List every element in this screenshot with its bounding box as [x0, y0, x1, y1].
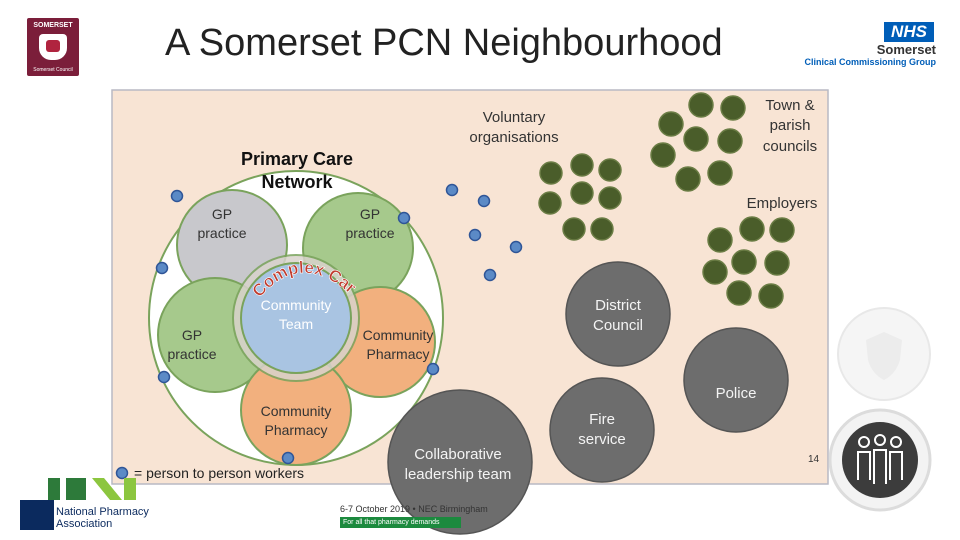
nhs-org-name: Somerset — [876, 42, 936, 57]
person-dot — [281, 451, 295, 465]
employer-dot — [726, 280, 752, 306]
town-parish-dot — [675, 166, 701, 192]
event-tagline: For all that pharmacy demands — [340, 517, 461, 528]
person-dot — [477, 194, 491, 208]
town-parish-dot — [658, 111, 684, 137]
town-parish-label: Town & parish councils — [762, 97, 818, 155]
voluntary-dot — [598, 186, 622, 210]
voluntary-dot — [538, 191, 562, 215]
community-team-label: Community Team — [260, 297, 332, 332]
district-council-label: District Council — [592, 297, 644, 335]
community-pharmacy-label-1: Community Pharmacy — [362, 327, 434, 362]
police-label: Police — [715, 385, 757, 402]
legend-person-dot — [115, 466, 129, 480]
collaborative-leadership-circle — [387, 389, 533, 535]
person-dot — [468, 228, 482, 242]
person-dot — [445, 183, 459, 197]
npa-logo — [20, 478, 136, 530]
voluntary-dot — [570, 181, 594, 205]
employer-dot — [702, 259, 728, 285]
voluntary-dot — [539, 161, 563, 185]
voluntary-dot — [598, 158, 622, 182]
nhs-org-sub: Clinical Commissioning Group — [804, 57, 936, 67]
district-council-circle — [565, 261, 671, 367]
person-dot — [509, 240, 523, 254]
person-dot — [483, 268, 497, 282]
employer-dot — [731, 249, 757, 275]
gp-practice-label-1: GP practice — [197, 206, 247, 241]
community-pharmacy-label-2: Community Pharmacy — [260, 403, 332, 438]
gp-practice-label-2: GP practice — [345, 206, 395, 241]
town-parish-dot — [688, 92, 714, 118]
town-parish-cluster — [650, 92, 746, 192]
employer-dot — [769, 217, 795, 243]
employers-cluster — [702, 216, 795, 309]
somerset-logo-subtext: Somerset Council — [33, 67, 73, 73]
pcn-label: Primary Care Network — [240, 149, 354, 192]
town-parish-dot — [707, 160, 733, 186]
nhs-logo: NHS — [884, 22, 934, 42]
fire-service-circle — [549, 377, 655, 483]
town-parish-dot — [717, 128, 743, 154]
npa-line2: Association — [56, 518, 113, 530]
event-date: 6-7 October 2019 • NEC Birmingham — [340, 504, 488, 514]
voluntary-dot — [590, 217, 614, 241]
employer-dot — [739, 216, 765, 242]
voluntary-organisations-label: Voluntary organisations — [469, 109, 559, 147]
npa-line1: National Pharmacy — [56, 506, 149, 518]
person-dot — [426, 362, 440, 376]
person-dot — [170, 189, 184, 203]
crest-icon — [39, 34, 67, 60]
gp-practice-label-3: GP practice — [167, 327, 217, 362]
people-icon-figures — [857, 434, 903, 484]
voluntary-dot — [570, 153, 594, 177]
community-team-circle — [240, 262, 352, 374]
town-parish-dot — [650, 142, 676, 168]
legend-text: = person to person workers — [134, 465, 305, 481]
people-icon — [842, 422, 918, 498]
town-parish-dot — [720, 95, 746, 121]
fire-service-label: Fire service — [578, 411, 626, 449]
page-title: A Somerset PCN Neighbourhood — [165, 22, 723, 64]
collaborative-leadership-label: Collaborative leadership team — [404, 446, 512, 484]
shield-icon — [866, 332, 902, 380]
police-circle — [683, 327, 789, 433]
employers-label: Employers — [746, 195, 818, 212]
person-dot — [397, 211, 411, 225]
somerset-council-logo: SOMERSET Somerset Council — [27, 18, 79, 76]
npa-logo-text: National Pharmacy Association — [56, 506, 149, 530]
page-number: 14 — [808, 454, 820, 465]
voluntary-organisation-cluster — [538, 153, 622, 241]
employer-dot — [764, 250, 790, 276]
employer-dot — [707, 227, 733, 253]
employer-dot — [758, 283, 784, 309]
town-parish-dot — [683, 126, 709, 152]
person-dot — [157, 370, 171, 384]
person-dots — [115, 183, 523, 480]
somerset-logo-text: SOMERSET — [33, 22, 73, 29]
person-dot — [155, 261, 169, 275]
voluntary-dot — [562, 217, 586, 241]
